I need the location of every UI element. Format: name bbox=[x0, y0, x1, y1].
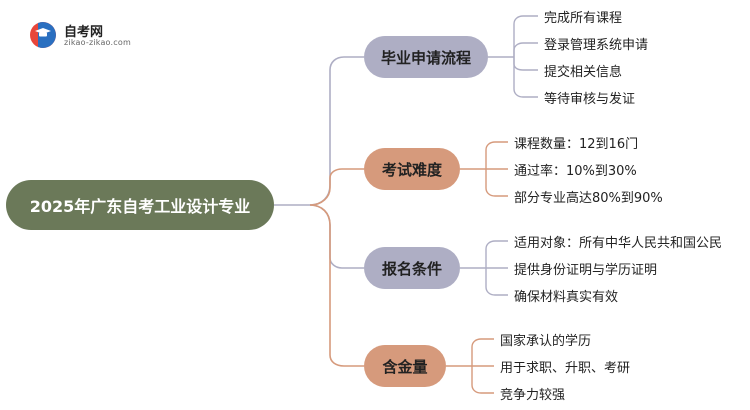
leaf-item: 部分专业高达80%到90% bbox=[514, 191, 663, 206]
connector-leaf-2-1 bbox=[485, 141, 508, 169]
leaf-item: 通过率：10%到30% bbox=[514, 164, 637, 179]
root-label: 2025年广东自考工业设计专业 bbox=[29, 197, 251, 216]
connector-leaf-3-1 bbox=[485, 240, 508, 268]
connector-leaf-3-3 bbox=[485, 268, 508, 296]
leaf-item: 适用对象：所有中华人民共和国公民 bbox=[514, 236, 723, 251]
connector-leaf-1-1 bbox=[513, 15, 538, 57]
logo-url: zikao-zikao.com bbox=[64, 38, 131, 47]
branch-node-value: 含金量 bbox=[364, 345, 446, 387]
connector-leaf-1-3 bbox=[513, 57, 538, 71]
connector-root-branch-1 bbox=[274, 56, 364, 206]
branch-label: 考试难度 bbox=[381, 160, 442, 179]
leaf-item: 登录管理系统申请 bbox=[544, 38, 649, 53]
connector-root-branch-3 bbox=[309, 204, 364, 269]
logo-name: 自考网 bbox=[64, 25, 104, 40]
connector-leaf-2-3 bbox=[485, 169, 508, 197]
leaf-item: 课程数量：12到16门 bbox=[514, 137, 639, 152]
branch-label: 报名条件 bbox=[381, 259, 442, 278]
leaf-item: 国家承认的学历 bbox=[500, 334, 592, 349]
connector-leaf-1-4 bbox=[513, 57, 538, 98]
branch-node-exam-difficulty: 考试难度 bbox=[364, 148, 460, 190]
connector-leaf-4-3 bbox=[471, 366, 494, 394]
branch-node-graduation-process: 毕业申请流程 bbox=[364, 36, 488, 78]
leaf-item: 提供身份证明与学历证明 bbox=[514, 263, 658, 278]
connector-root-branch-2 bbox=[309, 168, 364, 206]
leaf-item: 竞争力较强 bbox=[500, 388, 566, 403]
leaf-item: 完成所有课程 bbox=[544, 11, 623, 26]
branch-node-registration-conditions: 报名条件 bbox=[364, 247, 460, 289]
branch-label: 含金量 bbox=[382, 357, 428, 376]
leaf-item: 确保材料真实有效 bbox=[514, 290, 619, 305]
connector-leaf-1-2 bbox=[513, 42, 538, 57]
root-node: 2025年广东自考工业设计专业 bbox=[6, 180, 274, 230]
leaf-item: 等待审核与发证 bbox=[544, 92, 636, 107]
connector-leaf-4-1 bbox=[471, 338, 494, 366]
graduation-cap-icon bbox=[35, 28, 51, 37]
connector-root-branch-4 bbox=[309, 204, 364, 367]
site-logo[interactable]: 自考网 zikao-zikao.com bbox=[30, 20, 150, 52]
branch-label: 毕业申请流程 bbox=[380, 48, 471, 67]
leaf-item: 提交相关信息 bbox=[544, 65, 623, 80]
leaf-item: 用于求职、升职、考研 bbox=[500, 361, 631, 376]
